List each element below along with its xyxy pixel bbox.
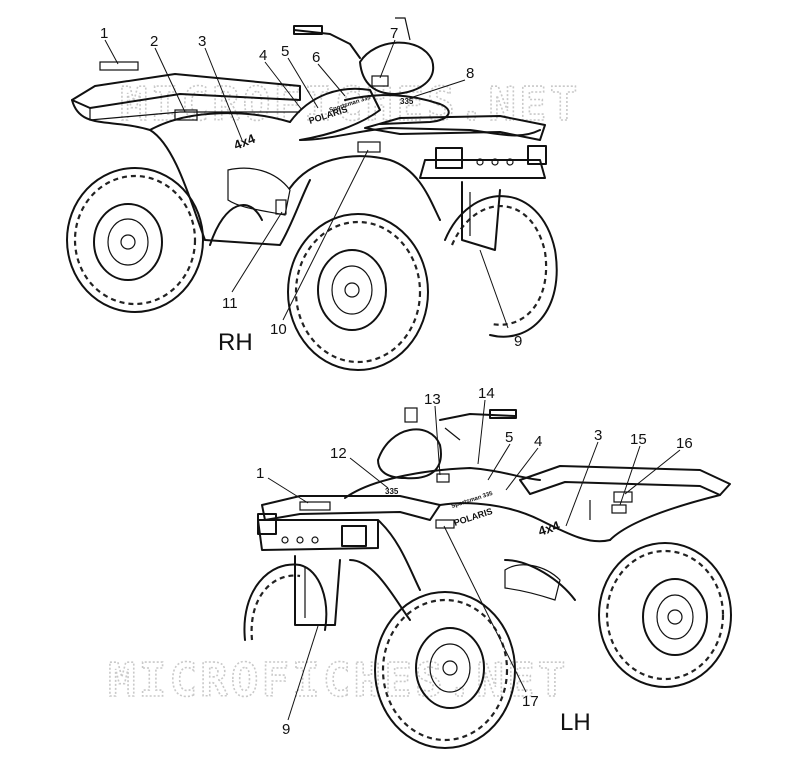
watermark-text-lh: MICROFICHES.NET [108, 653, 568, 707]
watermark-text-rh: MICROFICHES.NET [120, 77, 580, 131]
lh-callout-1: 1 [256, 465, 264, 482]
lh-callout-14: 14 [478, 385, 495, 402]
lh-badge-decal: 335 [385, 487, 399, 496]
rh-callout-11: 11 [222, 295, 238, 312]
lh-callout-13: 13 [424, 391, 441, 408]
lh-callout-12: 12 [330, 445, 347, 462]
rh-decal-10 [357, 141, 381, 153]
lh-body [257, 407, 731, 626]
lh-view-label: LH [560, 709, 591, 736]
rh-decal-11 [275, 199, 287, 215]
lh-callout-5: 5 [505, 429, 513, 446]
lh-decal-15 [611, 504, 627, 514]
rh-callout-10: 10 [270, 321, 287, 338]
rh-callout-6: 6 [312, 49, 320, 66]
lh-leader-lines [267, 399, 681, 721]
rh-decal-1 [99, 61, 139, 71]
lh-callout-17: 17 [522, 693, 539, 710]
lh-callout-15: 15 [630, 431, 647, 448]
lh-decal-17 [435, 519, 455, 529]
rh-decal-2 [174, 109, 198, 121]
lh-callout-3: 3 [594, 427, 602, 444]
atv-rh-view: MICROFICHES.NET [66, 17, 580, 371]
rh-front-wheel [287, 213, 429, 371]
lh-brand-decal: POLARIS [453, 506, 494, 528]
rh-callout-9: 9 [514, 333, 522, 350]
lh-rear-wheel [598, 542, 732, 688]
rh-rear-wheel [66, 167, 204, 313]
lh-callout-16: 16 [676, 435, 693, 452]
rh-badge-decal: 335 [400, 97, 414, 106]
rh-decal-7 [371, 75, 389, 87]
rh-callout-3: 3 [198, 33, 206, 50]
lh-decal-16 [613, 491, 633, 503]
lh-callout-4: 4 [534, 433, 542, 450]
rh-body [71, 17, 547, 251]
rh-front-far-wheel [444, 195, 558, 338]
rh-view-label: RH [218, 329, 253, 356]
rh-callout-2: 2 [150, 33, 158, 50]
rh-leader-lines [104, 39, 509, 329]
lh-decal-13 [436, 473, 450, 483]
lh-callout-9: 9 [282, 721, 290, 738]
rh-far-wheel [209, 204, 263, 246]
lh-far-front-wheel [243, 563, 328, 641]
lh-decal-1 [299, 501, 331, 511]
rh-callout-1: 1 [100, 25, 108, 42]
lh-4x4-decal: 4x4 [536, 518, 562, 539]
rh-callout-7: 7 [390, 25, 398, 42]
rh-callout-8: 8 [466, 65, 474, 82]
rh-callout-4: 4 [259, 47, 267, 64]
rh-callout-5: 5 [281, 43, 289, 60]
rh-4x4-decal: 4x4 [232, 130, 258, 152]
atv-lh-view: MICROFICHES.NET [107, 385, 732, 749]
